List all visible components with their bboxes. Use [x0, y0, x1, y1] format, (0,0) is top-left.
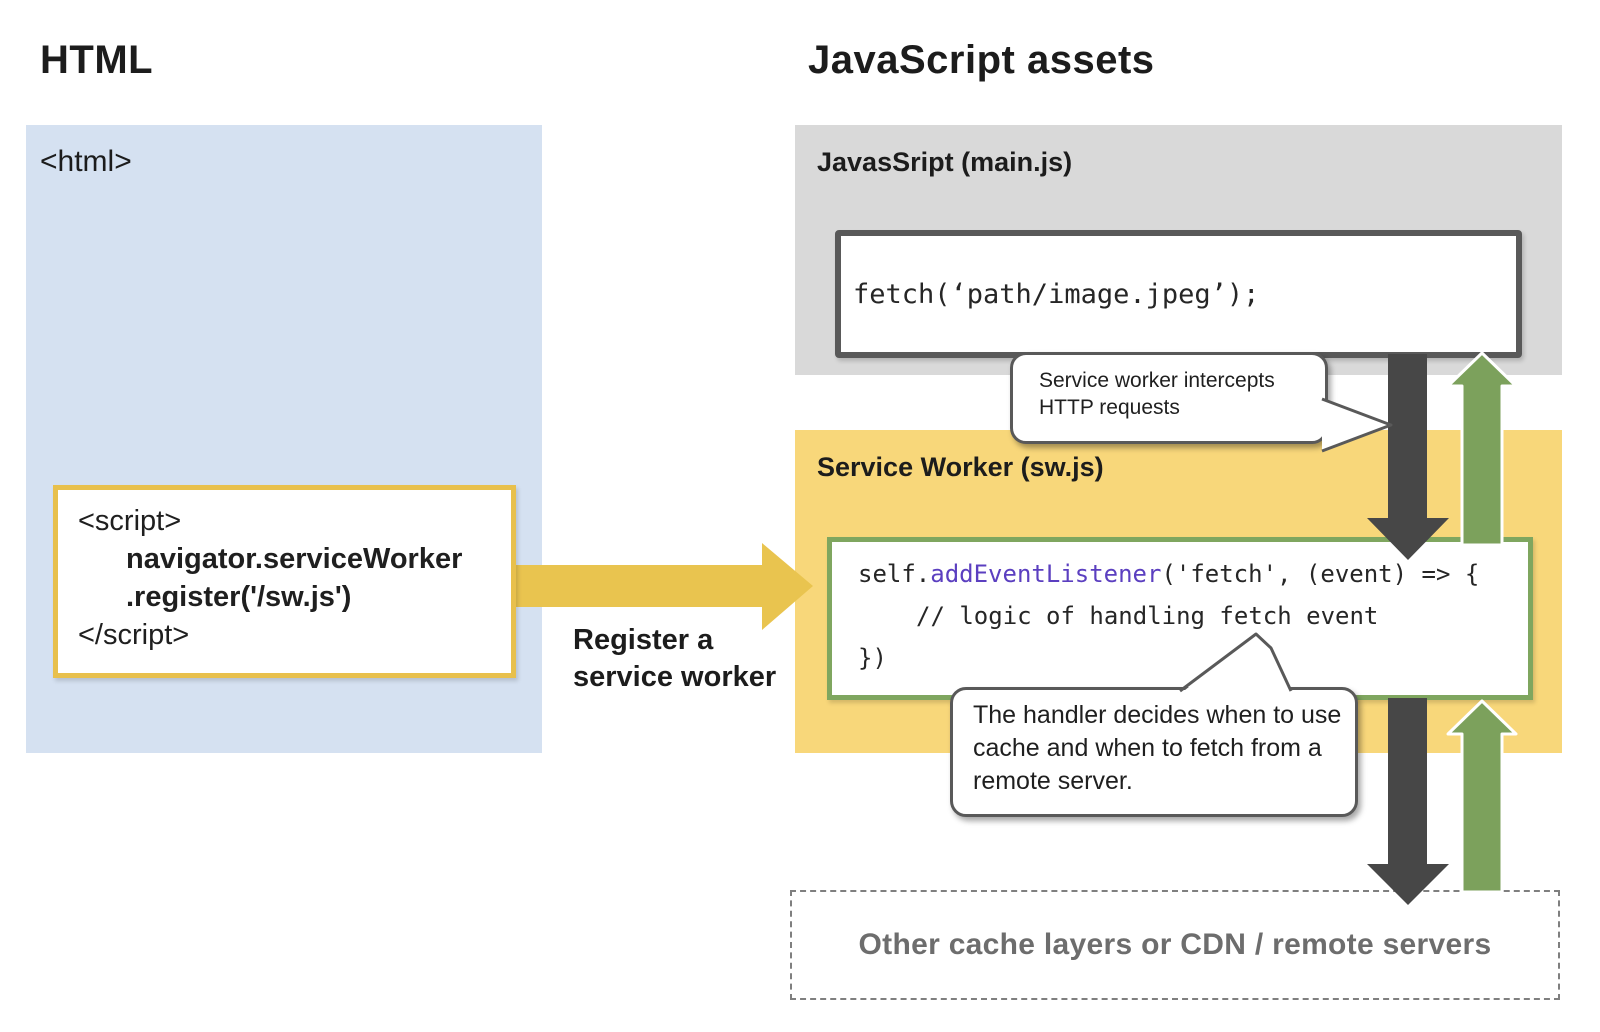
register-script-box: <script> navigator.serviceWorker .regist… [53, 485, 516, 678]
sw-code-line-3: }) [858, 644, 887, 672]
sw-code-keyword: addEventListener [930, 560, 1162, 588]
cache-cdn-box: Other cache layers or CDN / remote serve… [790, 890, 1560, 1000]
script-close-tag: </script> [78, 619, 190, 651]
handler-callout: The handler decides when to use cache an… [950, 687, 1358, 817]
js-assets-section-title: JavaScript assets [808, 38, 1155, 82]
fetch-code-box: fetch(‘path/image.jpeg’); [835, 230, 1522, 358]
sw-code-line-2: // logic of handling fetch event [916, 602, 1379, 630]
html-section-title: HTML [40, 38, 154, 82]
intercept-callout-text: Service worker intercepts HTTP requests [1039, 369, 1275, 419]
cache-cdn-box-label: Other cache layers or CDN / remote serve… [858, 928, 1492, 961]
sw-code-args: ('fetch', (event) => { [1161, 560, 1480, 588]
service-worker-panel-label: Service Worker (sw.js) [817, 452, 1104, 482]
intercept-callout: Service worker intercepts HTTP requests [1010, 352, 1328, 444]
register-arrow-icon [513, 543, 813, 630]
register-arrow-label-line2: service worker [573, 661, 777, 693]
sw-code-line-1: self.addEventListener('fetch', (event) =… [858, 553, 1528, 595]
sw-code-self: self. [858, 560, 931, 588]
register-arrow-label-line1: Register a [573, 624, 714, 656]
register-arrow-label: Register a service worker [573, 622, 776, 696]
script-code-line-2: .register('/sw.js') [126, 581, 352, 613]
fetch-code-text: fetch(‘path/image.jpeg’); [853, 278, 1260, 310]
script-code-line-1: navigator.serviceWorker [126, 543, 463, 575]
handler-callout-text: The handler decides when to use cache an… [973, 701, 1342, 795]
main-js-panel-label: JavasSript (main.js) [817, 147, 1073, 177]
script-open-tag: <script> [78, 505, 182, 537]
sw-code-box: self.addEventListener('fetch', (event) =… [827, 537, 1533, 700]
html-tag-label: <html> [40, 145, 132, 178]
